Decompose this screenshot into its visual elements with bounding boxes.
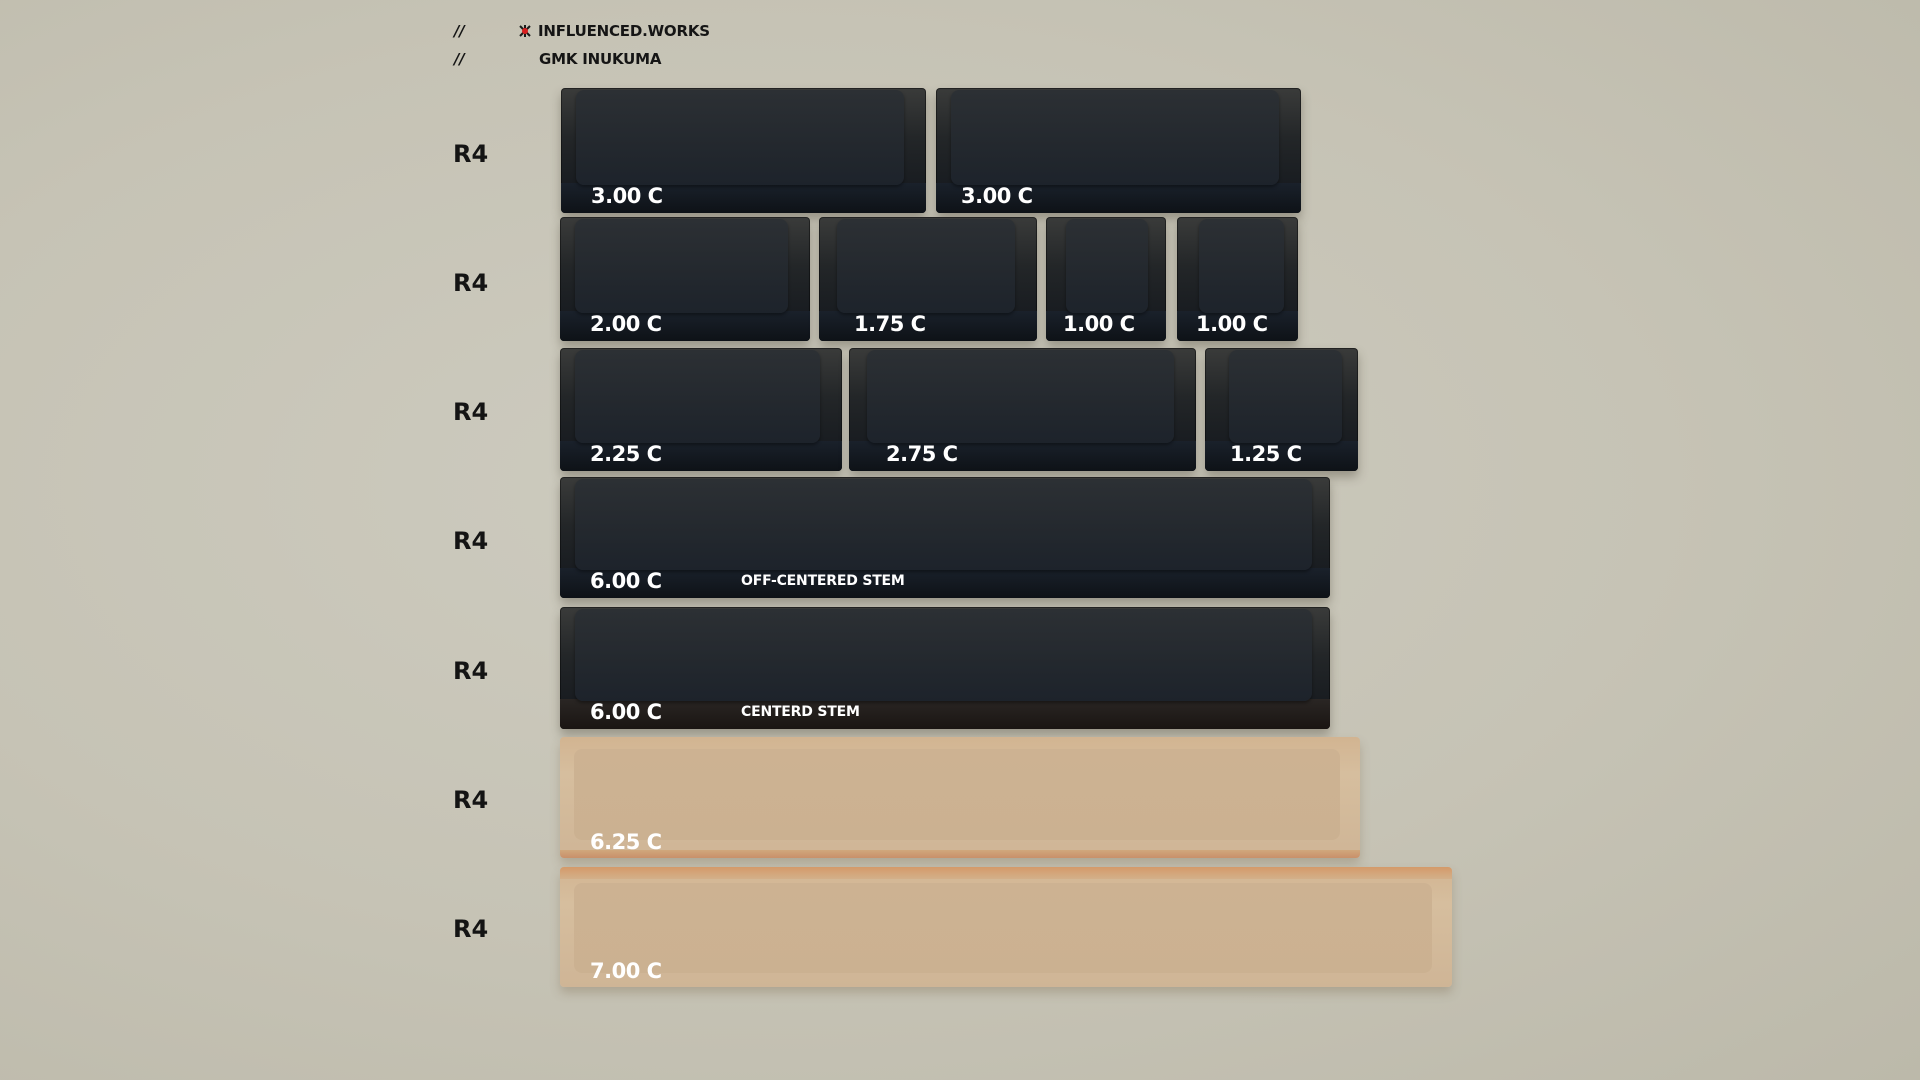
- keycap-7u: 7.00 C: [560, 867, 1452, 987]
- row-profile-label: R4: [453, 269, 489, 297]
- keycap-3u: 3.00 C: [936, 88, 1301, 213]
- product-name: GMK INUKUMA: [539, 50, 662, 68]
- keycap-1u: 1.00 C: [1046, 217, 1166, 341]
- row-profile-label: R4: [453, 786, 489, 814]
- keycap-size-label: 3.00 C: [961, 184, 1033, 208]
- keycap-2.25u: 2.25 C: [560, 348, 842, 471]
- keycap-size-label: 2.00 C: [590, 312, 662, 336]
- keycap-1u: 1.00 C: [1177, 217, 1298, 341]
- keycap-6u-off-centered: 6.00 C OFF-CENTERED STEM: [560, 477, 1330, 598]
- keycap-3u: 3.00 C: [561, 88, 926, 213]
- brand-logo-icon: [519, 25, 531, 37]
- keycap-size-label: 1.25 C: [1230, 442, 1302, 466]
- row-profile-label: R4: [453, 140, 489, 168]
- keycap-size-label: 6.00 C: [590, 569, 662, 593]
- keycap-size-label: 2.25 C: [590, 442, 662, 466]
- brand-name: INFLUENCED.WORKS: [538, 22, 710, 40]
- keycap-1.75u: 1.75 C: [819, 217, 1037, 341]
- keycap-6u-centered: 6.00 C CENTERD STEM: [560, 607, 1330, 729]
- keycap-size-label: 7.00 C: [590, 959, 662, 983]
- keycap-size-label: 1.75 C: [854, 312, 926, 336]
- row-profile-label: R4: [453, 398, 489, 426]
- stem-note: CENTERD STEM: [741, 704, 860, 720]
- stem-note: OFF-CENTERED STEM: [741, 573, 905, 589]
- keycap-size-label: 2.75 C: [886, 442, 958, 466]
- row-profile-label: R4: [453, 915, 489, 943]
- keycap-size-label: 1.00 C: [1063, 312, 1135, 336]
- keycap-size-label: 6.00 C: [590, 700, 662, 724]
- keycap-1.25u: 1.25 C: [1205, 348, 1358, 471]
- keycap-6.25u: 6.25 C: [560, 737, 1360, 858]
- header-prefix-1: //: [454, 22, 465, 40]
- keycap-size-label: 1.00 C: [1196, 312, 1268, 336]
- row-profile-label: R4: [453, 527, 489, 555]
- keycap-2.75u: 2.75 C: [849, 348, 1196, 471]
- keycap-size-label: 3.00 C: [591, 184, 663, 208]
- header-prefix-2: //: [454, 50, 465, 68]
- keycap-2u: 2.00 C: [560, 217, 810, 341]
- row-profile-label: R4: [453, 657, 489, 685]
- keycap-size-label: 6.25 C: [590, 830, 662, 854]
